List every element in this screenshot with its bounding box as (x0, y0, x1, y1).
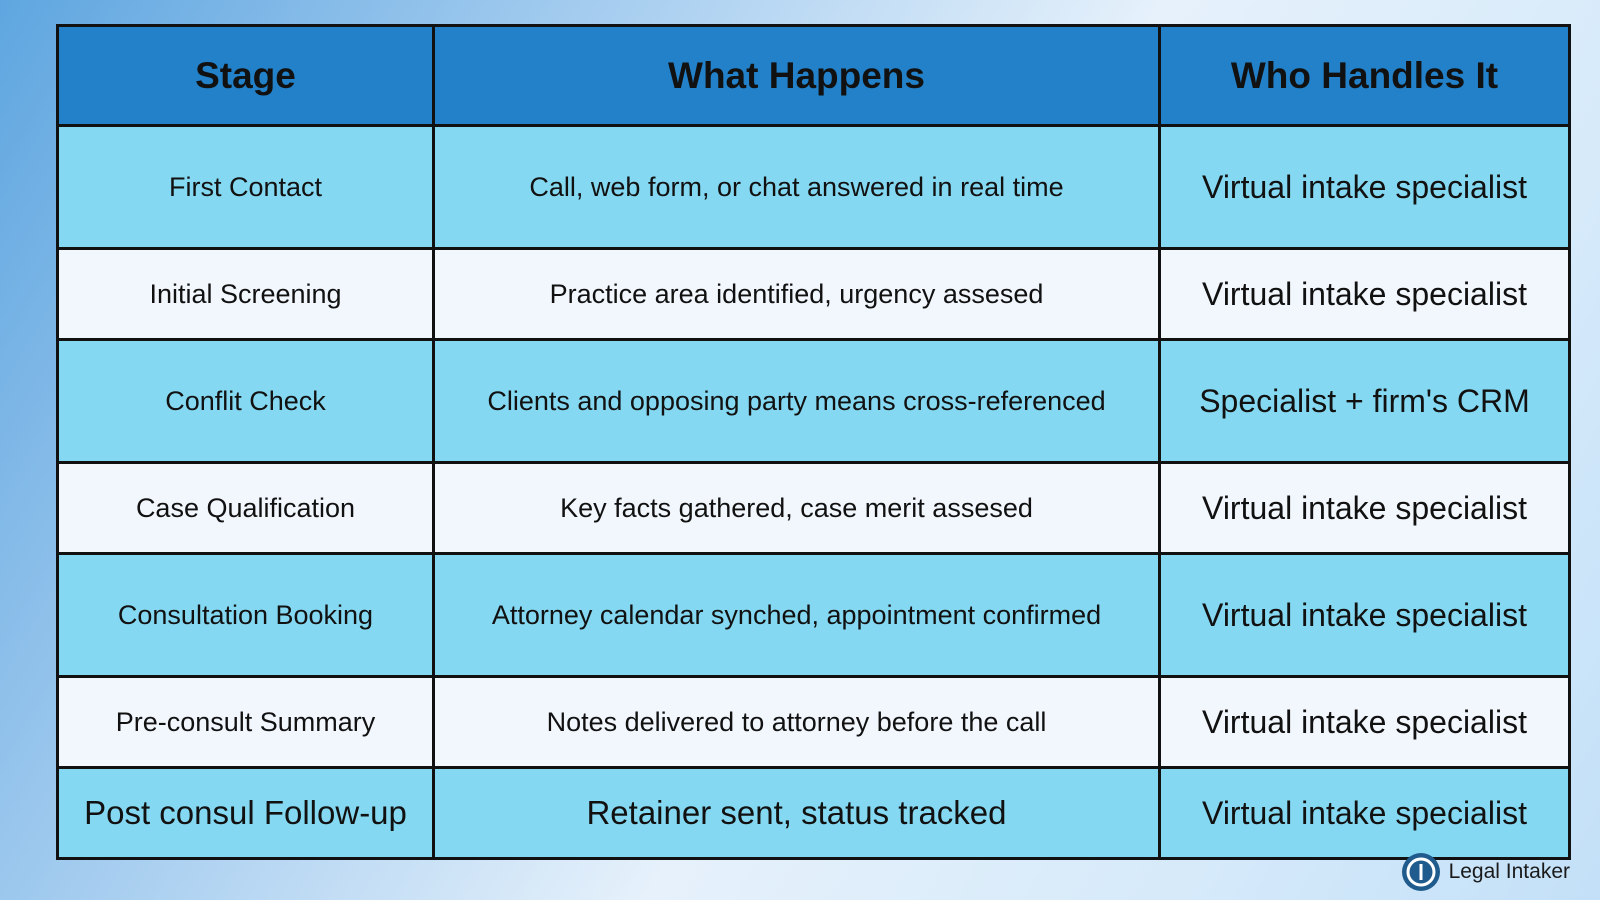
cell-what-happens: Call, web form, or chat answered in real… (432, 124, 1161, 250)
brand-name: Legal Intaker (1448, 860, 1570, 883)
cell-stage: Case Qualification (56, 461, 435, 555)
header-what-happens: What Happens (432, 24, 1161, 127)
cell-stage: Conflit Check (56, 338, 435, 464)
cell-who-handles: Virtual intake specialist (1158, 461, 1571, 555)
table-header-row: Stage What Happens Who Handles It (56, 24, 1571, 127)
table-row: Initial Screening Practice area identifi… (56, 247, 1571, 341)
cell-stage: First Contact (56, 124, 435, 250)
cell-what-happens: Attorney calendar synched, appointment c… (432, 552, 1161, 678)
cell-stage: Pre-consult Summary (56, 675, 435, 769)
table-row: First Contact Call, web form, or chat an… (56, 124, 1571, 250)
table-row: Pre-consult Summary Notes delivered to a… (56, 675, 1571, 769)
cell-who-handles: Specialist + firm's CRM (1158, 338, 1571, 464)
cell-what-happens: Key facts gathered, case merit assesed (432, 461, 1161, 555)
cell-who-handles: Virtual intake specialist (1158, 766, 1571, 860)
cell-stage: Consultation Booking (56, 552, 435, 678)
cell-who-handles: Virtual intake specialist (1158, 124, 1571, 250)
table-row: Case Qualification Key facts gathered, c… (56, 461, 1571, 555)
table-row: Conflit Check Clients and opposing party… (56, 338, 1571, 464)
cell-what-happens: Retainer sent, status tracked (432, 766, 1161, 860)
cell-stage: Initial Screening (56, 247, 435, 341)
cell-stage: Post consul Follow-up (56, 766, 435, 860)
cell-who-handles: Virtual intake specialist (1158, 675, 1571, 769)
cell-who-handles: Virtual intake specialist (1158, 552, 1571, 678)
legal-intaker-logo-icon (1401, 853, 1440, 891)
intake-stages-table: Stage What Happens Who Handles It First … (56, 24, 1571, 860)
intake-stages-table-wrap: Stage What Happens Who Handles It First … (56, 24, 1571, 860)
cell-who-handles: Virtual intake specialist (1158, 247, 1571, 341)
cell-what-happens: Notes delivered to attorney before the c… (432, 675, 1161, 769)
brand-footer: Legal Intaker (1401, 852, 1570, 892)
header-who-handles-it: Who Handles It (1158, 24, 1571, 127)
cell-what-happens: Clients and opposing party means cross-r… (432, 338, 1161, 464)
header-stage: Stage (56, 24, 435, 127)
cell-what-happens: Practice area identified, urgency assese… (432, 247, 1161, 341)
table-row: Consultation Booking Attorney calendar s… (56, 552, 1571, 678)
table-row: Post consul Follow-up Retainer sent, sta… (56, 766, 1571, 860)
